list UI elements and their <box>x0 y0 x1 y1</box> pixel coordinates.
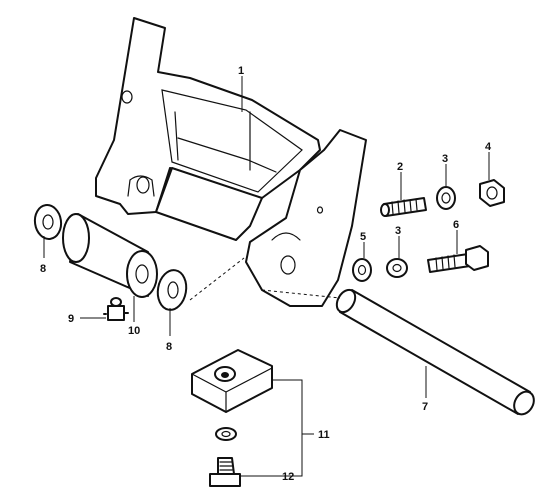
callout-3-upper: 3 <box>442 153 448 165</box>
callout-8-upper: 8 <box>40 263 46 275</box>
callout-4: 4 <box>485 141 492 153</box>
callout-6: 6 <box>453 219 459 231</box>
bracket <box>95 17 367 307</box>
callouts: 1 2 3 4 3 5 6 8 8 9 10 7 11 12 <box>40 65 492 483</box>
spring-washer-upper <box>436 186 456 210</box>
callout-2: 2 <box>397 161 403 173</box>
washer-upper <box>33 204 63 240</box>
shaft <box>335 288 535 416</box>
bushing <box>62 213 158 298</box>
leader-lines <box>43 76 490 477</box>
anode-washer <box>215 427 237 441</box>
anode-block <box>191 349 273 413</box>
callout-1: 1 <box>238 65 244 77</box>
hex-bolt <box>427 245 489 273</box>
callout-3-lower: 3 <box>395 225 401 237</box>
callout-12: 12 <box>282 471 294 483</box>
callout-7: 7 <box>422 401 428 413</box>
callout-9: 9 <box>68 313 74 325</box>
callout-10: 10 <box>128 325 140 337</box>
callout-11: 11 <box>318 429 330 441</box>
callout-8-lower: 8 <box>166 341 172 353</box>
callout-5: 5 <box>360 231 366 243</box>
grease-nipple <box>103 297 129 321</box>
washer-lower <box>156 269 188 311</box>
stud-bolt <box>380 197 427 217</box>
hex-nut <box>479 179 505 207</box>
flat-washer <box>352 258 372 282</box>
spring-washer-lower <box>386 258 408 278</box>
explode-axis <box>189 257 341 301</box>
anode-bolt <box>209 457 241 487</box>
